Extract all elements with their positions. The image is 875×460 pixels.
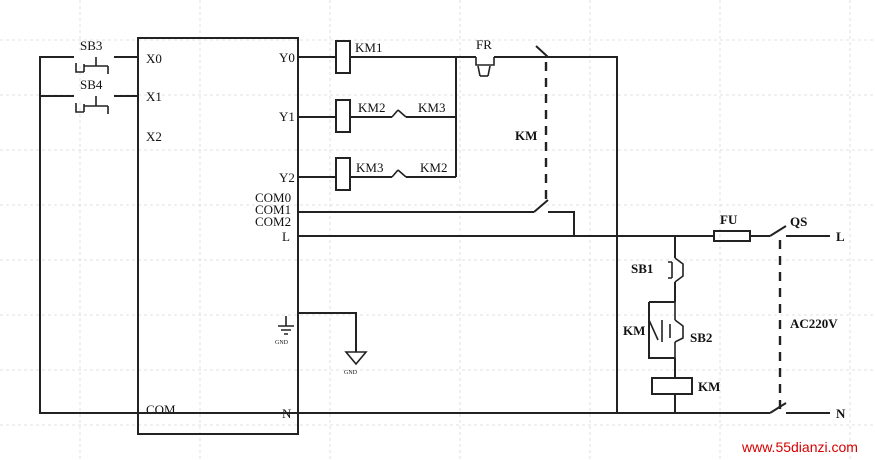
km3-coil-label: KM3 — [356, 160, 383, 175]
km2-contact-label: KM2 — [420, 160, 447, 175]
line-n-label: N — [836, 406, 846, 421]
fr-thermal-contact — [475, 57, 495, 77]
km-self-hold-contact — [648, 319, 663, 342]
km-main-contact-upper — [530, 45, 551, 58]
km-main-contact-lower — [533, 199, 549, 213]
km-aux-label: KM — [623, 323, 645, 338]
sb3-pushbutton — [74, 52, 114, 74]
plc-terminal-l: L — [282, 229, 290, 244]
watermark: www.55dianzi.com — [741, 439, 858, 455]
km-coil-label: KM — [698, 379, 720, 394]
plc-output-y0: Y0 — [279, 50, 295, 65]
plc-input-x1: X1 — [146, 89, 162, 104]
input-common-rail — [39, 56, 138, 414]
line-l-label: L — [836, 229, 845, 244]
plc-input-x0: X0 — [146, 51, 162, 66]
plc-output-y1: Y1 — [279, 109, 295, 124]
plc-output-y2: Y2 — [279, 170, 295, 185]
plc-ground-symbol — [278, 316, 294, 335]
qs-label: QS — [790, 214, 807, 229]
km1-coil — [335, 40, 351, 74]
km2-coil — [335, 99, 351, 133]
km3-contact-label: KM3 — [418, 100, 445, 115]
sb3-label: SB3 — [80, 38, 102, 53]
plc-ground-label: GND — [275, 340, 289, 346]
km2-coil-label: KM2 — [358, 100, 385, 115]
sb4-pushbutton — [74, 91, 114, 114]
km2-nc-contact — [391, 169, 407, 178]
km3-nc-contact — [391, 109, 407, 118]
km1-coil-label: KM1 — [355, 40, 382, 55]
sb2-label: SB2 — [690, 330, 712, 345]
km-main-label: KM — [515, 128, 537, 143]
fr-label: FR — [476, 37, 492, 52]
external-ground-symbol — [344, 351, 368, 366]
qs-switch-n — [769, 402, 787, 414]
km3-coil — [335, 157, 351, 191]
km-to-l-wire — [548, 211, 575, 236]
plc-com0: COM0 — [255, 190, 291, 205]
plc-box — [137, 37, 299, 435]
plc-com1: COM1 — [255, 202, 291, 217]
km-coil — [651, 377, 693, 395]
fu-label: FU — [720, 212, 738, 227]
plc-com2: COM2 — [255, 214, 291, 229]
supply-label: AC220V — [790, 316, 838, 331]
qs-switch-l — [769, 225, 787, 237]
sb1-stop-button — [668, 257, 684, 283]
sb1-label: SB1 — [631, 261, 653, 276]
plc-input-com: COM — [146, 402, 176, 417]
fuse-fu — [713, 230, 751, 242]
sb4-label: SB4 — [80, 77, 103, 92]
gnd-wire — [298, 312, 357, 352]
km-to-rail-wire — [548, 56, 618, 413]
plc-input-x2: X2 — [146, 129, 162, 144]
external-ground-label: GND — [344, 370, 358, 376]
sb2-start-button — [669, 302, 684, 358]
